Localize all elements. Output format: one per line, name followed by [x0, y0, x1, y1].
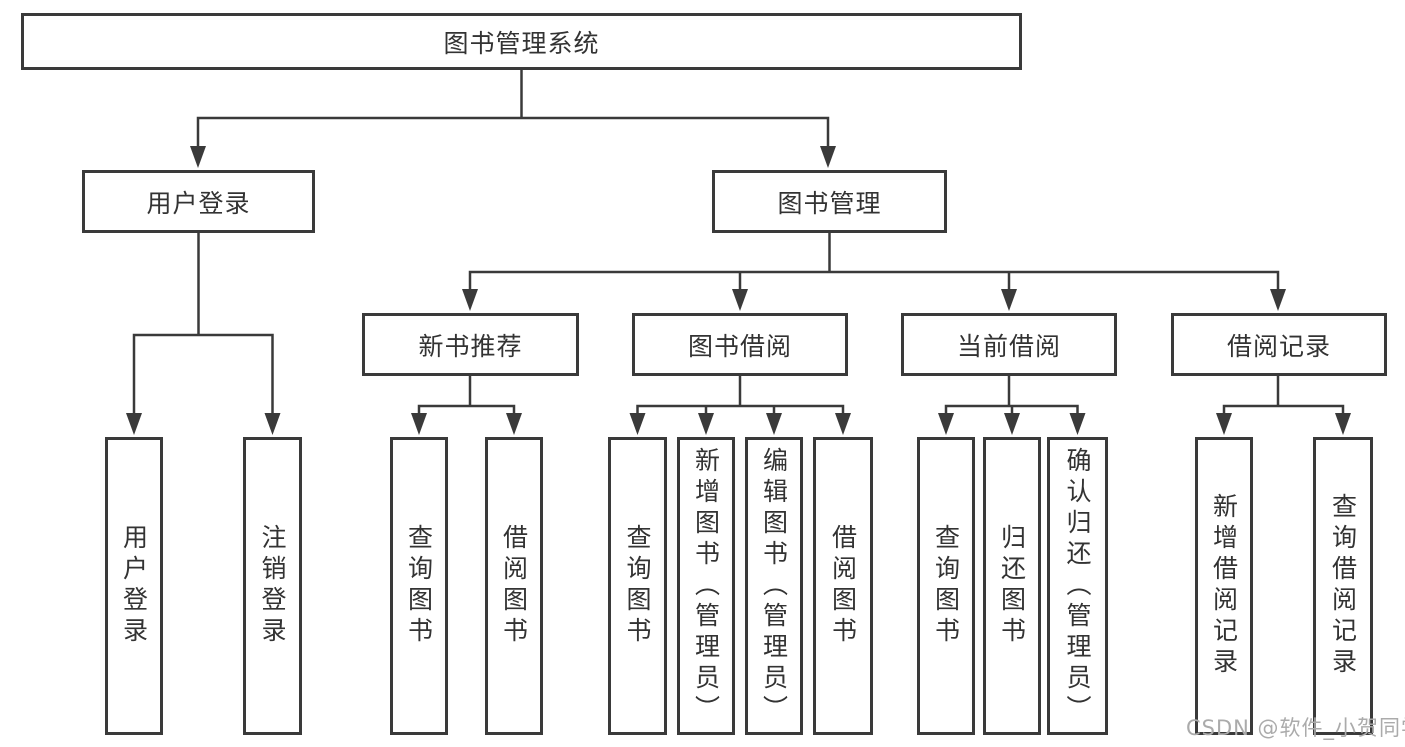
node-leaf-borrow-book-1: 借阅图书	[485, 437, 543, 735]
node-root: 图书管理系统	[21, 13, 1022, 70]
node-leaf-borrow-book-2: 借阅图书	[813, 437, 873, 735]
leaf-label: 归还图书	[997, 524, 1027, 648]
leaf-label: 查询图书	[623, 524, 652, 648]
arrowhead-leaf-borrow-book-1	[506, 413, 522, 435]
leaf-label: 编辑图书（管理员）	[759, 446, 789, 726]
leaf-label: 借阅图书	[828, 524, 858, 648]
watermark: CSDN @软件_小贺同学	[1186, 716, 1405, 740]
node-user-login: 用户登录	[82, 170, 315, 233]
leaf-label: 查询借阅记录	[1328, 493, 1358, 679]
node-leaf-add-book: 新增图书（管理员）	[677, 437, 735, 735]
arrowhead-leaf-add-book	[698, 413, 714, 435]
arrowhead-book-mgmt	[820, 146, 836, 168]
leaf-label: 新增借阅记录	[1209, 493, 1239, 679]
leaf-label: 用户登录	[119, 524, 149, 648]
arrowhead-leaf-confirm-return	[1069, 413, 1086, 435]
arrowhead-leaf-user-login	[126, 413, 142, 435]
connector-current-borrow-group	[944, 376, 1079, 418]
connector-level3-branch	[468, 270, 1280, 294]
arrowhead-leaf-query-book-3	[938, 413, 954, 435]
node-leaf-query-book-1: 查询图书	[390, 437, 448, 735]
arrowhead-leaf-edit-book	[766, 413, 782, 435]
arrowhead-current-borrow	[1001, 289, 1017, 311]
arrowhead-leaf-logout	[264, 413, 281, 435]
node-leaf-edit-book: 编辑图书（管理员）	[745, 437, 803, 735]
leaf-label: 查询图书	[404, 524, 434, 648]
arrowhead-borrow-records	[1270, 289, 1286, 311]
connector-level2-branch	[196, 116, 830, 152]
connector-borrow-records-group	[1222, 376, 1345, 418]
node-book-borrow: 图书借阅	[632, 313, 848, 376]
node-leaf-return-book: 归还图书	[983, 437, 1041, 735]
node-new-book-rec: 新书推荐	[362, 313, 579, 376]
arrowhead-new-book-rec	[462, 289, 478, 311]
node-book-mgmt: 图书管理	[712, 170, 947, 233]
leaf-label: 借阅图书	[499, 524, 529, 648]
node-borrow-records: 借阅记录	[1171, 313, 1387, 376]
connector-book-borrow-group	[636, 376, 845, 418]
arrowhead-leaf-query-book-1	[411, 413, 427, 435]
node-current-borrow: 当前借阅	[901, 313, 1117, 376]
node-leaf-add-borrow-record: 新增借阅记录	[1195, 437, 1253, 735]
node-leaf-query-book-3: 查询图书	[917, 437, 975, 735]
connector-user-login-group	[132, 233, 274, 418]
leaf-label: 注销登录	[258, 524, 287, 648]
arrowhead-leaf-query-book-2	[629, 413, 646, 435]
arrowhead-leaf-borrow-book-2	[835, 413, 851, 435]
leaf-label: 新增图书（管理员）	[691, 446, 721, 726]
node-leaf-query-borrow-record: 查询借阅记录	[1313, 437, 1373, 735]
leaf-label: 查询图书	[931, 524, 961, 648]
arrowhead-leaf-query-borrow-record	[1335, 413, 1351, 435]
node-leaf-query-book-2: 查询图书	[608, 437, 667, 735]
connector-new-book-rec-group	[417, 376, 516, 418]
arrowhead-leaf-add-borrow-record	[1216, 413, 1232, 435]
node-leaf-confirm-return: 确认归还（管理员）	[1047, 437, 1108, 735]
arrowhead-leaf-return-book	[1004, 413, 1020, 435]
leaf-label: 确认归还（管理员）	[1063, 446, 1092, 726]
node-leaf-user-login: 用户登录	[105, 437, 163, 735]
node-leaf-logout: 注销登录	[243, 437, 302, 735]
arrowhead-book-borrow	[732, 289, 748, 311]
arrowhead-user-login	[190, 146, 206, 168]
